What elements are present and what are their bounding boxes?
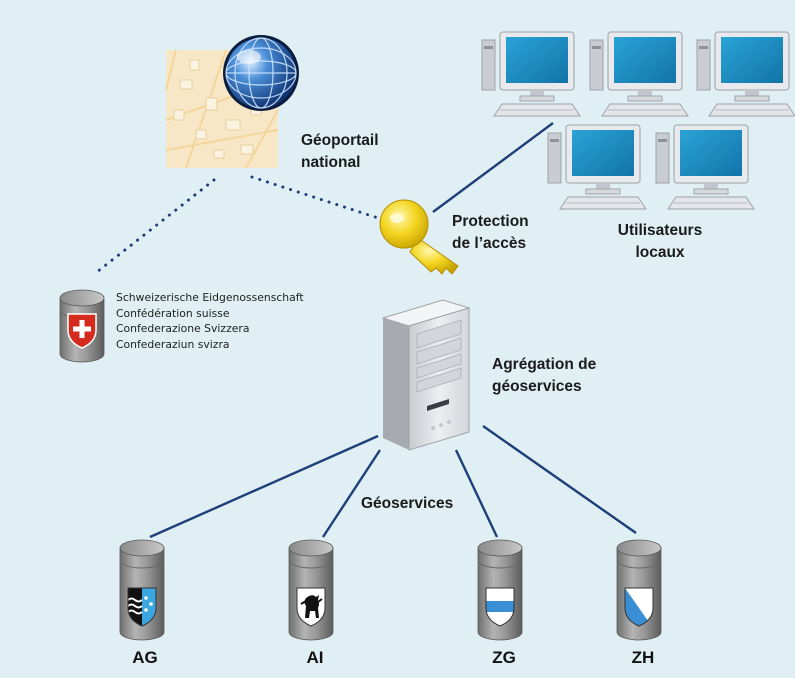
computer-icon bbox=[655, 124, 755, 210]
protection-label-line-2: de l’accès bbox=[452, 235, 527, 252]
line-aggregation-zh bbox=[482, 425, 637, 534]
geoservices-label: Géoservices bbox=[361, 495, 454, 512]
canton-code-zg: ZG bbox=[492, 648, 516, 667]
canton-database-ai bbox=[288, 539, 334, 641]
bear-crest-icon bbox=[296, 587, 326, 627]
geoportal-label-line-2: national bbox=[301, 154, 361, 171]
line-users-key bbox=[432, 122, 554, 213]
zug-crest-icon bbox=[485, 587, 515, 627]
dotted-lines bbox=[95, 175, 380, 274]
dotted-line-geoportal-confederation bbox=[95, 178, 216, 274]
computer-icon bbox=[696, 31, 795, 117]
aargau-crest-icon bbox=[127, 587, 157, 627]
confederation-line-fr: Confédération suisse bbox=[116, 306, 230, 320]
line-aggregation-ai bbox=[321, 449, 382, 538]
canton-database-ag bbox=[119, 539, 165, 641]
computer-icon bbox=[589, 31, 689, 117]
confederation-line-rm: Confederaziun svizra bbox=[116, 337, 230, 351]
users-label-line-1: Utilisateurs bbox=[617, 222, 703, 239]
canton-code-zh: ZH bbox=[631, 648, 655, 667]
connection-lines bbox=[149, 122, 637, 539]
zurich-crest-icon bbox=[624, 587, 654, 627]
canton-database-zg bbox=[477, 539, 523, 641]
computer-icon bbox=[547, 124, 647, 210]
globe-icon bbox=[223, 35, 299, 111]
aggregation-label-line-2: géoservices bbox=[492, 378, 582, 395]
aggregation-label: Agrégation de géoservices bbox=[492, 354, 596, 398]
canton-code-ag: AG bbox=[132, 648, 158, 667]
server-icon bbox=[381, 299, 471, 451]
confederation-text: Schweizerische Eidgenossenschaft Confédé… bbox=[116, 290, 304, 352]
users-label: Utilisateurs locaux bbox=[590, 220, 730, 264]
canton-code-ai: AI bbox=[306, 648, 324, 667]
dotted-line-geoportal-key bbox=[250, 175, 380, 220]
protection-label-line-1: Protection bbox=[452, 213, 529, 230]
confederation-line-it: Confederazione Svizzera bbox=[116, 322, 250, 335]
geoportal-label: Géoportail national bbox=[301, 130, 379, 174]
confederation-database bbox=[59, 289, 105, 363]
aggregation-label-line-1: Agrégation de bbox=[492, 356, 597, 373]
confederation-line-de: Schweizerische Eidgenossenschaft bbox=[116, 291, 304, 304]
key-icon bbox=[379, 199, 459, 275]
users-label-line-2: locaux bbox=[635, 244, 685, 261]
geoportal-label-line-1: Géoportail bbox=[301, 132, 379, 149]
local-computers bbox=[481, 31, 795, 210]
line-aggregation-zg bbox=[454, 449, 499, 538]
computer-icon bbox=[481, 31, 581, 117]
line-aggregation-ag bbox=[149, 434, 379, 539]
canton-database-zh bbox=[616, 539, 662, 641]
protection-label: Protection de l’accès bbox=[452, 211, 529, 255]
canton-databases bbox=[119, 539, 662, 641]
swiss-shield-icon bbox=[67, 313, 97, 349]
